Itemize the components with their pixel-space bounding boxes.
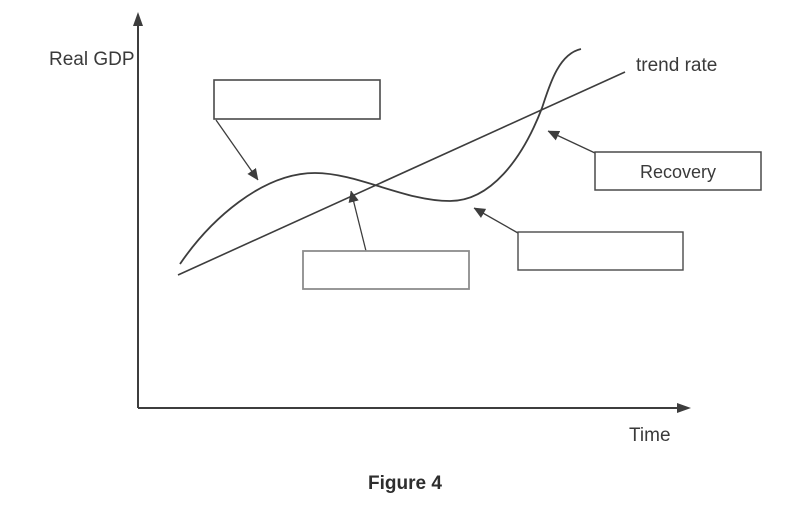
trend-rate-label: trend rate	[636, 55, 717, 76]
label-box-bottom-right	[517, 231, 684, 271]
bottom-middle-box-pointer-arrow-icon	[351, 191, 367, 252]
top-left-box-pointer-arrow-icon	[215, 119, 259, 180]
bottom-right-box-pointer-arrow-icon	[474, 207, 519, 234]
business-cycle-curve	[179, 48, 582, 265]
label-box-bottom-middle	[302, 250, 470, 290]
x-axis-label: Time	[629, 425, 671, 446]
label-box-recovery	[594, 151, 762, 191]
recovery-box-pointer-arrow-icon	[548, 130, 596, 154]
trend-rate-line	[177, 71, 626, 276]
y-axis-label: Real GDP	[49, 49, 135, 70]
figure-caption: Figure 4	[368, 473, 442, 494]
x-axis-arrow-icon	[677, 403, 691, 413]
label-box-top-left	[213, 79, 381, 120]
y-axis-arrow-icon	[133, 12, 143, 26]
label-box-recovery-text: Recovery	[640, 162, 716, 182]
